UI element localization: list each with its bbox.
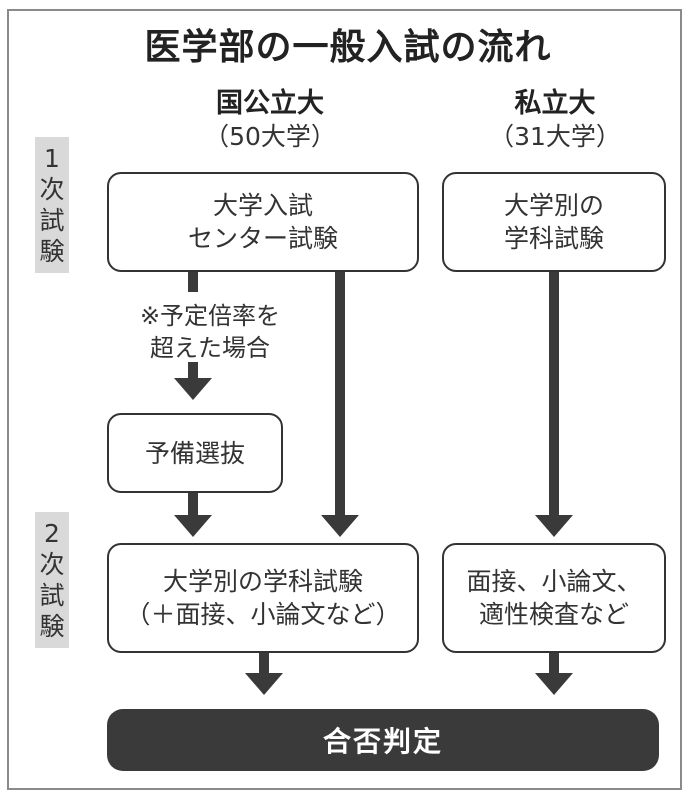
note-line: ※予定倍率を bbox=[139, 302, 281, 330]
box-line: 学科試験 bbox=[503, 224, 604, 253]
arrow-shaft bbox=[188, 272, 198, 292]
stage-char: 2 bbox=[44, 519, 60, 548]
box-line: （＋面接、小論文など） bbox=[125, 600, 401, 629]
arrow-shaft bbox=[549, 272, 559, 518]
pass-fail-decision: 合否判定 bbox=[107, 709, 659, 771]
stage-label-second: 2 次 試 験 bbox=[35, 512, 69, 648]
arrow-down-icon bbox=[174, 378, 212, 400]
arrow-down-icon bbox=[535, 673, 573, 695]
arrow-shaft bbox=[188, 362, 198, 382]
arrow-shaft bbox=[335, 272, 345, 518]
diagram-title: 医学部の一般入試の流れ bbox=[144, 27, 552, 68]
arrow-shaft bbox=[188, 493, 198, 518]
private-university-count: （31大学） bbox=[489, 122, 621, 151]
public-university-heading: 国公立大 bbox=[216, 88, 324, 119]
stage-char: 験 bbox=[39, 612, 65, 641]
stage-char: 次 bbox=[39, 175, 65, 204]
box-line: 大学入試 bbox=[212, 191, 313, 220]
stage-char: 験 bbox=[39, 237, 65, 266]
box-line: 大学別の学科試験 bbox=[162, 567, 363, 596]
private-second-exam-box: 面接、小論文、 適性検査など bbox=[442, 543, 666, 653]
arrow-down-icon bbox=[174, 515, 212, 537]
arrow-down-icon bbox=[321, 515, 359, 537]
preliminary-condition-note: ※予定倍率を 超えた場合 bbox=[110, 300, 310, 364]
arrow-down-icon bbox=[245, 673, 283, 695]
public-university-count: （50大学） bbox=[204, 122, 336, 151]
preliminary-selection-box: 予備選抜 bbox=[107, 413, 283, 493]
center-exam-box: 大学入試 センター試験 bbox=[107, 172, 419, 272]
stage-char: 試 bbox=[39, 206, 65, 235]
private-university-heading: 私立大 bbox=[514, 88, 596, 119]
arrow-shaft bbox=[549, 653, 559, 675]
box-line: 適性検査など bbox=[478, 600, 629, 629]
box-line: 大学別の bbox=[503, 191, 604, 220]
note-line: 超えた場合 bbox=[150, 334, 270, 362]
public-second-exam-box: 大学別の学科試験 （＋面接、小論文など） bbox=[107, 543, 419, 653]
arrow-down-icon bbox=[535, 515, 573, 537]
box-line: 面接、小論文、 bbox=[466, 567, 642, 596]
box-line: センター試験 bbox=[187, 224, 338, 253]
box-line: 予備選抜 bbox=[144, 438, 245, 468]
arrow-shaft bbox=[259, 653, 269, 675]
private-first-exam-box: 大学別の 学科試験 bbox=[442, 172, 666, 272]
stage-char: 次 bbox=[39, 550, 65, 579]
stage-char: 1 bbox=[44, 144, 60, 173]
stage-label-first: 1 次 試 験 bbox=[35, 137, 69, 273]
stage-char: 試 bbox=[39, 581, 65, 610]
